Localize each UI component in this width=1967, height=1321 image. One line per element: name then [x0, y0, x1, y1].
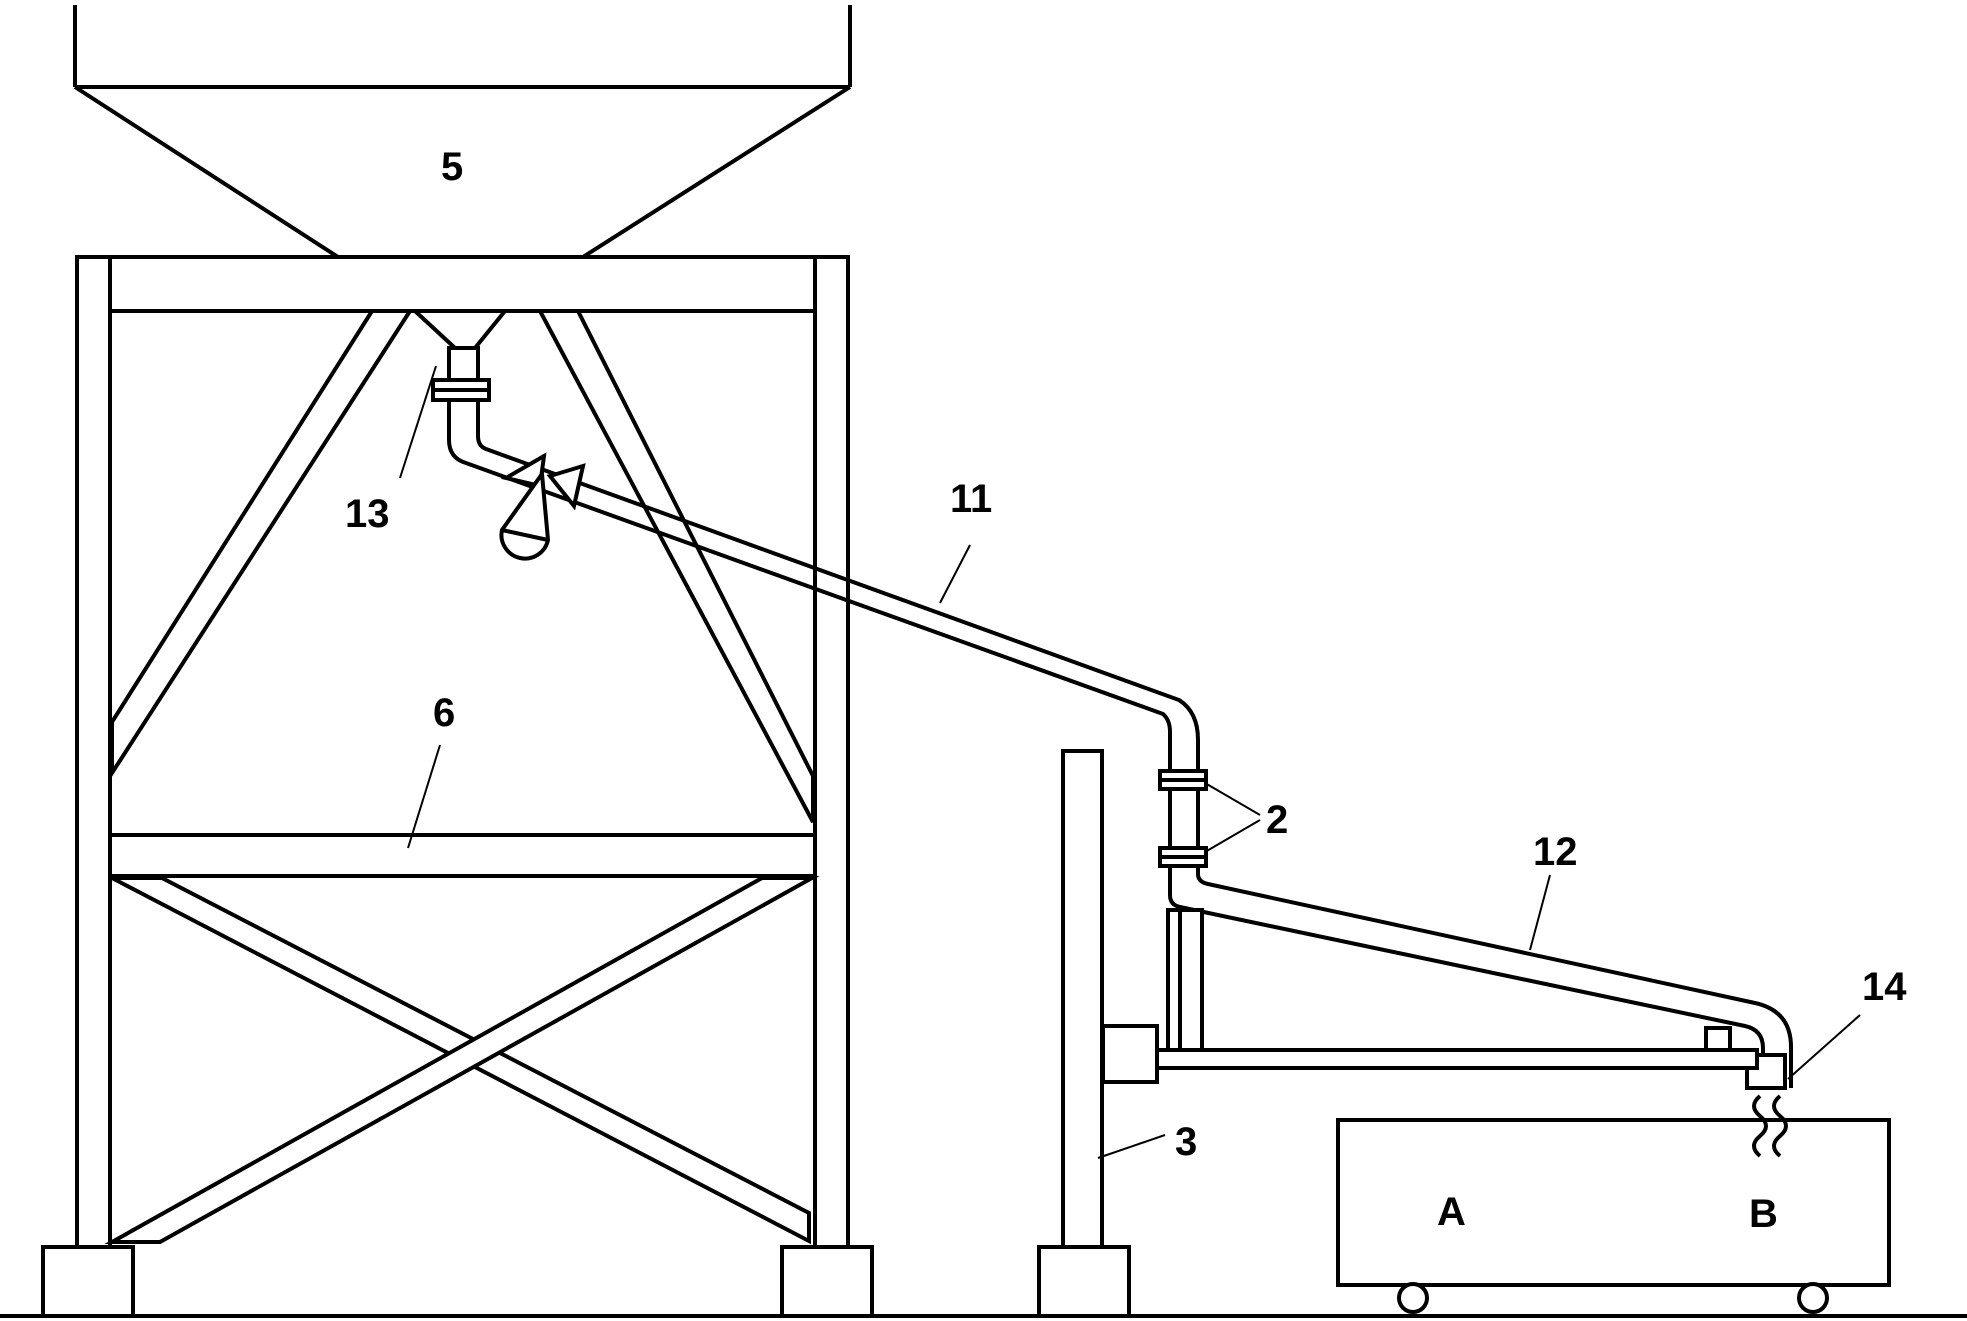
label-2: 2	[1266, 798, 1288, 842]
label-5: 5	[441, 145, 463, 189]
label-a: A	[1437, 1190, 1466, 1234]
post	[1037, 749, 1131, 1318]
label-14: 14	[1862, 965, 1907, 1009]
frame-outlet-funnel	[413, 309, 507, 402]
label-6: 6	[433, 691, 455, 735]
pipe-support	[1101, 908, 1759, 1084]
support-frame	[41, 255, 874, 1318]
label-b: B	[1749, 1192, 1778, 1236]
leader-lines	[399, 365, 1861, 1159]
pipe-12	[1168, 866, 1793, 1090]
discharge-flow	[1752, 1094, 1788, 1158]
pipe-11	[447, 400, 1200, 873]
flange-pair	[1158, 769, 1208, 868]
valve	[499, 452, 586, 561]
outlet-14	[1745, 1053, 1787, 1090]
container	[1336, 1118, 1891, 1314]
label-12: 12	[1533, 830, 1578, 874]
label-13: 13	[345, 492, 390, 536]
label-3: 3	[1175, 1120, 1197, 1164]
hopper	[73, 5, 852, 259]
label-11: 11	[950, 477, 992, 521]
